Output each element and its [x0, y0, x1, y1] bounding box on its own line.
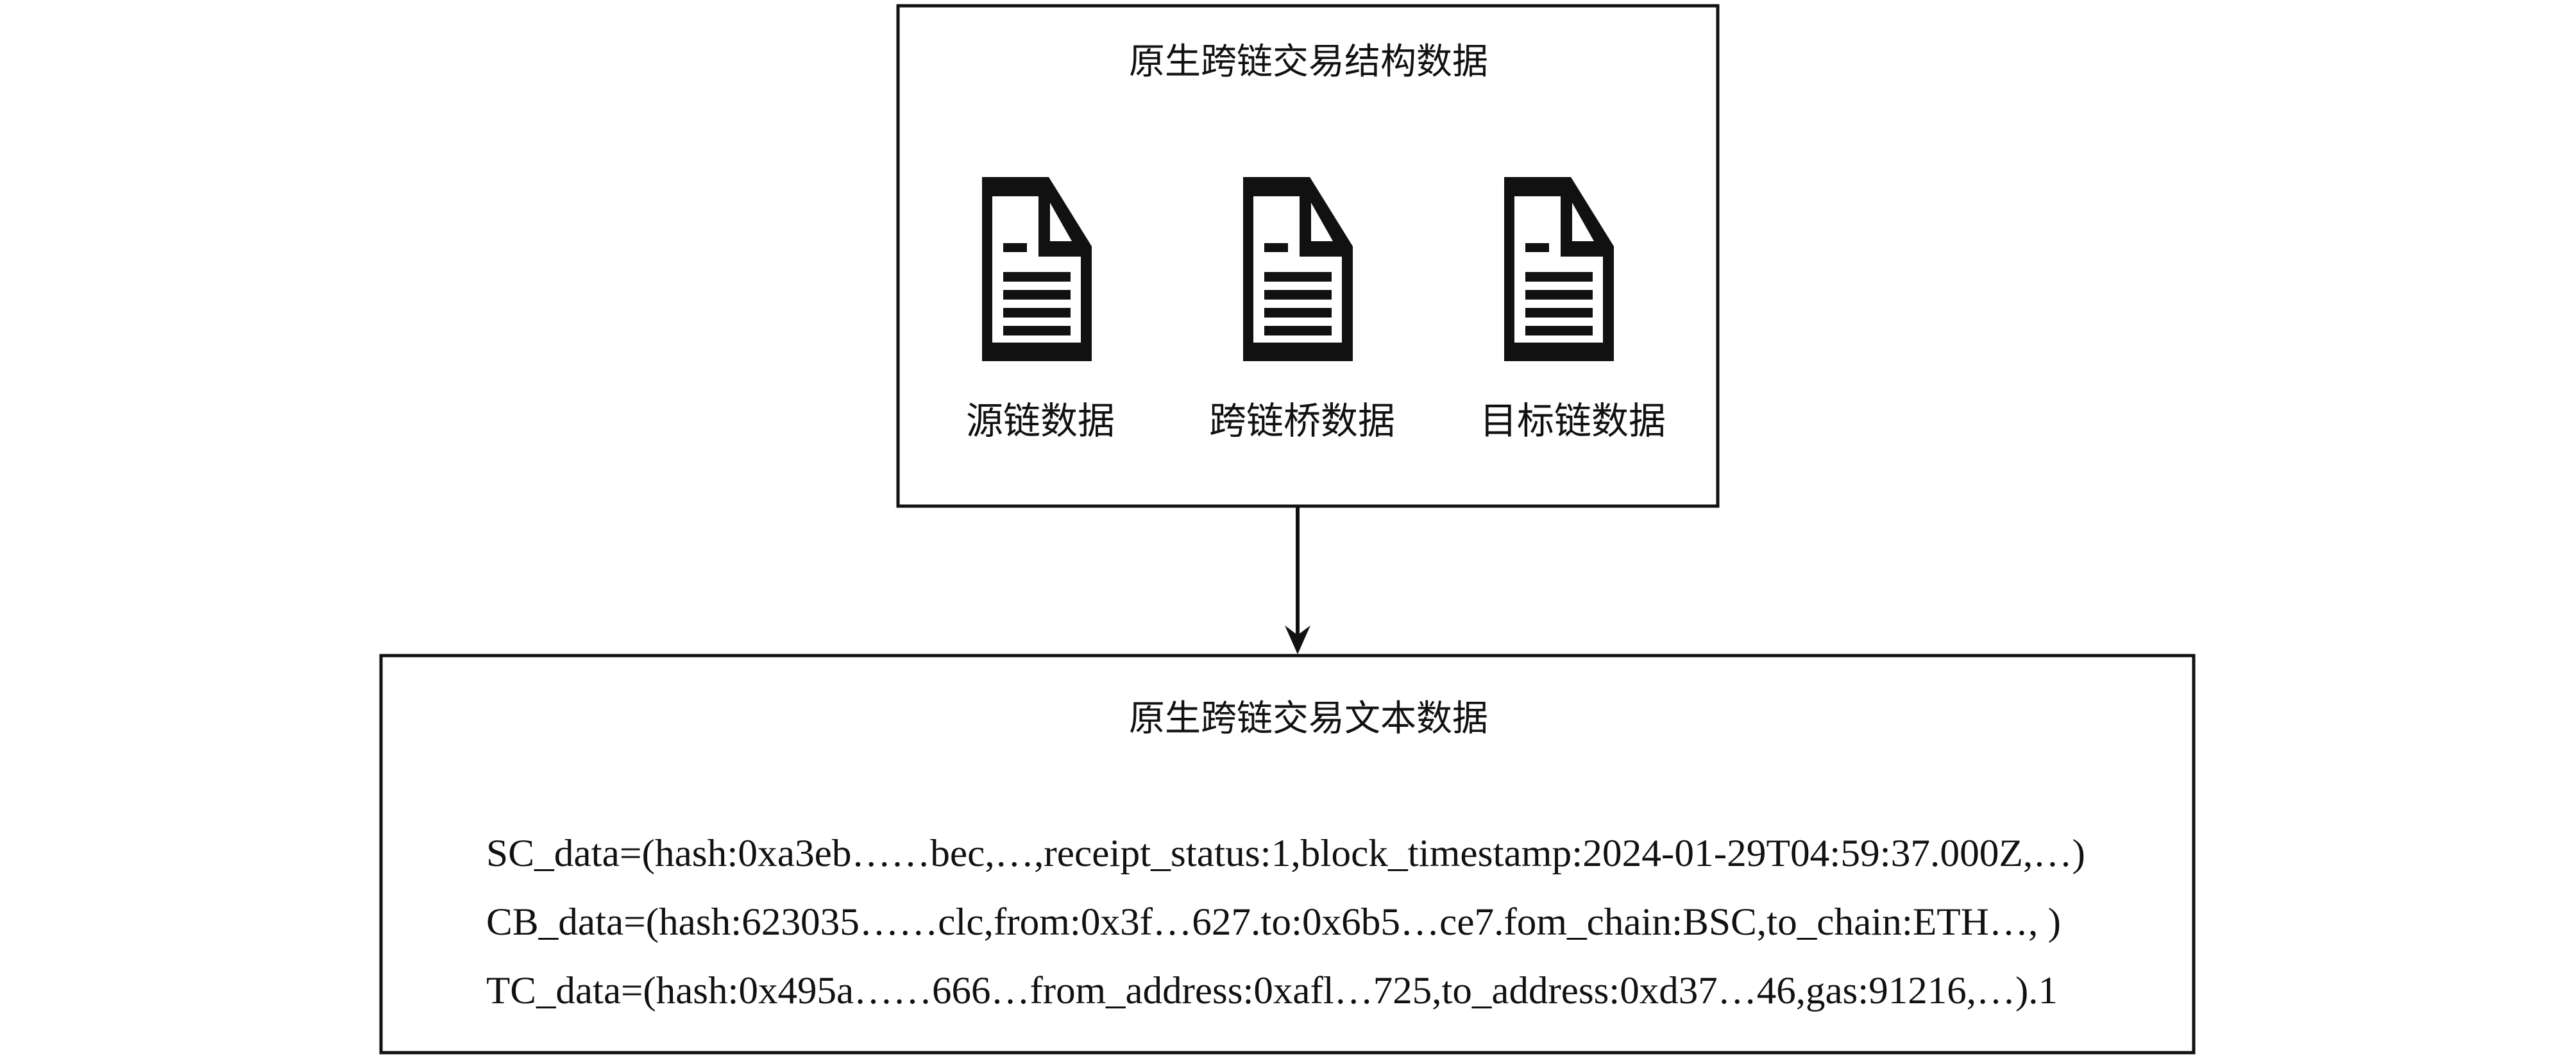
source-chain-document-icon	[982, 177, 1092, 361]
text-data-box	[379, 654, 2196, 1055]
structure-data-title: 原生跨链交易结构数据	[1129, 42, 1488, 82]
tc-data-line: TC_data=(hash:0x495a……666…from_address:0…	[486, 969, 2058, 1012]
target-chain-label: 目标链数据	[1480, 400, 1666, 442]
arrow-connector	[1285, 506, 1310, 654]
text-data-title: 原生跨链交易文本数据	[1129, 699, 1488, 739]
source-chain-label: 源链数据	[966, 400, 1115, 442]
bridge-document-icon	[1243, 177, 1353, 361]
structure-data-box	[896, 4, 1720, 508]
cb-data-line: CB_data=(hash:623035……clc,from:0x3f…627.…	[486, 901, 2061, 943]
bridge-label: 跨链桥数据	[1209, 400, 1395, 442]
sc-data-line: SC_data=(hash:0xa3eb……bec,…,receipt_stat…	[486, 832, 2085, 874]
target-chain-document-icon	[1504, 177, 1614, 361]
